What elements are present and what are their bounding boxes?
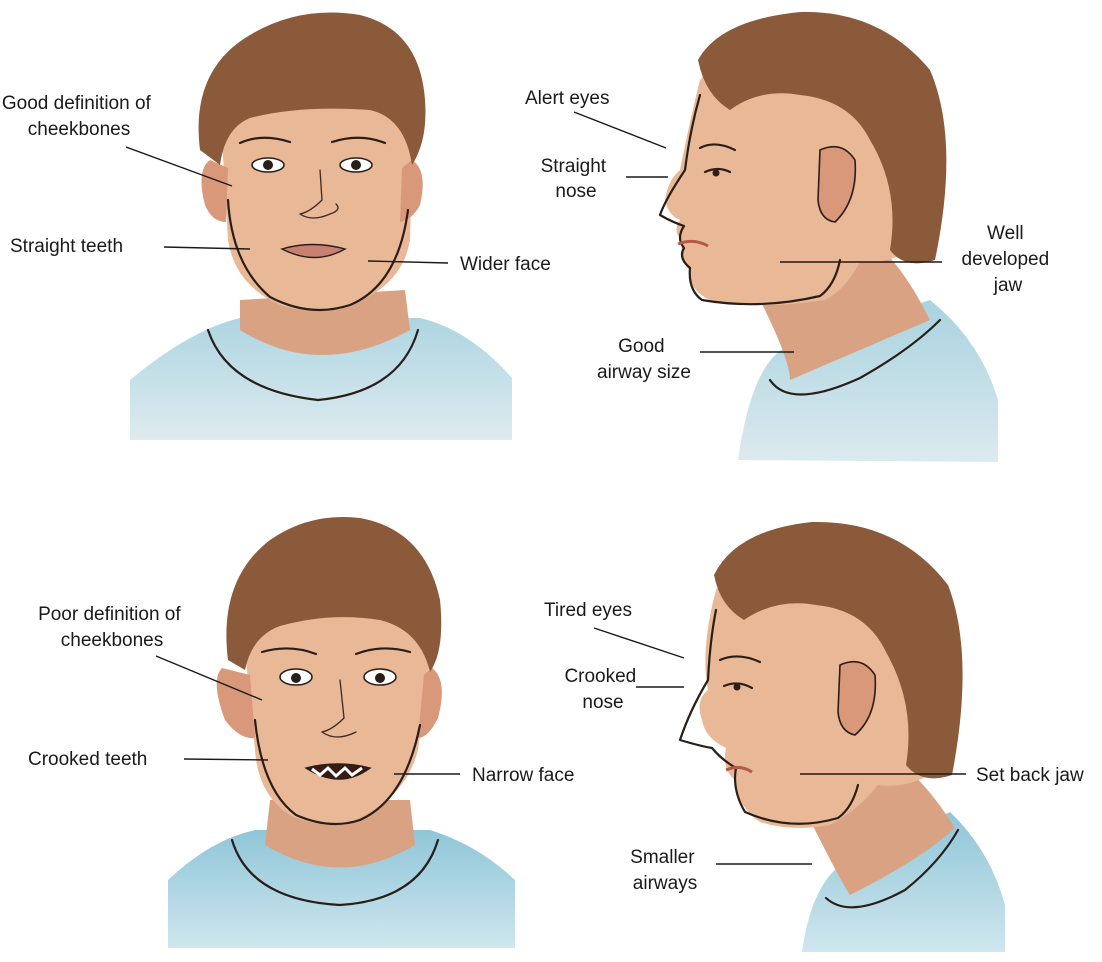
ear-left <box>216 668 255 739</box>
lips <box>280 243 347 259</box>
label-straight-teeth: Straight teeth <box>10 236 123 257</box>
good-side-illustration <box>658 11 998 462</box>
neck <box>760 240 930 380</box>
label-crooked-nose: Crooked nose <box>564 666 641 713</box>
good-front-illustration <box>130 12 512 440</box>
face <box>222 92 412 311</box>
lips <box>725 765 753 774</box>
leader-lines <box>125 111 966 865</box>
face <box>245 600 430 824</box>
lips <box>677 239 709 248</box>
poor-front-illustration <box>168 516 515 948</box>
shirt <box>130 318 512 440</box>
label-good-definition-of-cheekbones: Good definition of cheekbones <box>2 93 156 140</box>
neck <box>810 760 955 895</box>
ear <box>837 660 877 736</box>
label-wider-face: Wider face <box>460 254 551 275</box>
profile-outline <box>658 93 842 306</box>
collar <box>824 828 960 909</box>
collar <box>230 838 440 907</box>
hair <box>198 12 426 165</box>
label-set-back-jaw: Set back jaw <box>976 765 1084 786</box>
shirt <box>802 812 1005 952</box>
label-alert-eyes: Alert eyes <box>525 88 609 109</box>
label-poor-definition-of-cheekbones: Poor definition of cheekbones <box>38 604 186 651</box>
label-straight-nose: Straight nose <box>541 156 612 202</box>
hair <box>714 521 963 779</box>
collar <box>768 318 942 396</box>
jaw-outline <box>226 198 410 312</box>
profile-outline <box>678 608 860 825</box>
shirt <box>738 300 998 462</box>
label-good-airway-size: Good airway size <box>597 336 691 383</box>
label-smaller-airways: Smaller airways <box>630 847 700 894</box>
label-crooked-teeth: Crooked teeth <box>28 749 147 770</box>
collar <box>206 328 420 402</box>
crooked-teeth <box>311 765 363 779</box>
ear-right <box>400 160 423 222</box>
labels: Good definition of cheekbones Straight t… <box>2 88 1084 894</box>
ear-left <box>201 160 228 222</box>
poor-side-illustration <box>678 521 1005 952</box>
ear <box>817 145 857 223</box>
hair <box>226 516 442 672</box>
label-well-developed-jaw: Well developed jaw <box>962 223 1055 296</box>
label-narrow-face: Narrow face <box>472 765 574 786</box>
hair <box>698 11 947 264</box>
neck <box>240 290 410 355</box>
label-tired-eyes: Tired eyes <box>544 600 632 621</box>
shirt <box>168 830 515 948</box>
jaw-outline <box>253 718 422 826</box>
ear-right <box>418 668 442 738</box>
